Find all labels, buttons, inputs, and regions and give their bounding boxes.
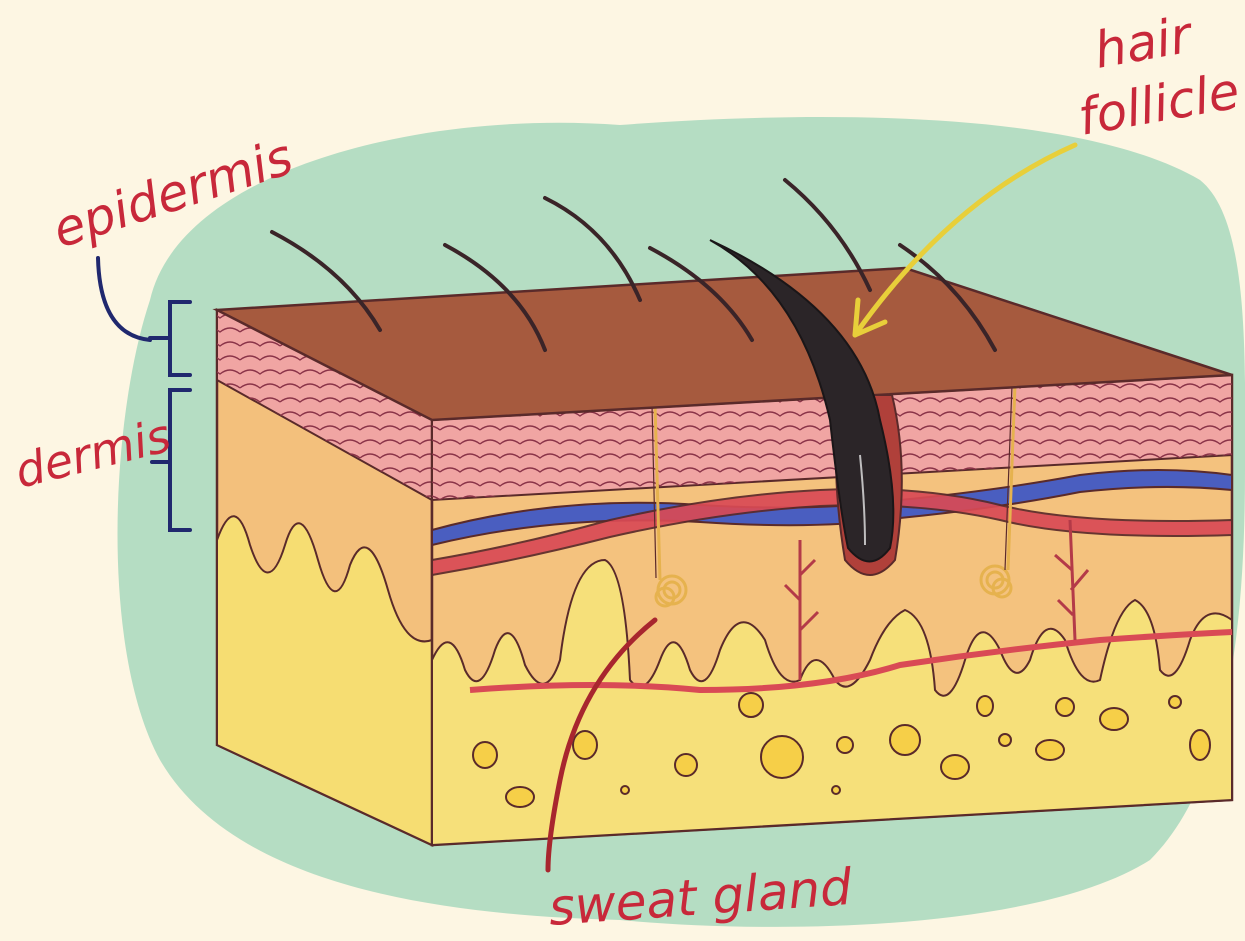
- hair-follicle-label-line1: hair: [1090, 5, 1199, 80]
